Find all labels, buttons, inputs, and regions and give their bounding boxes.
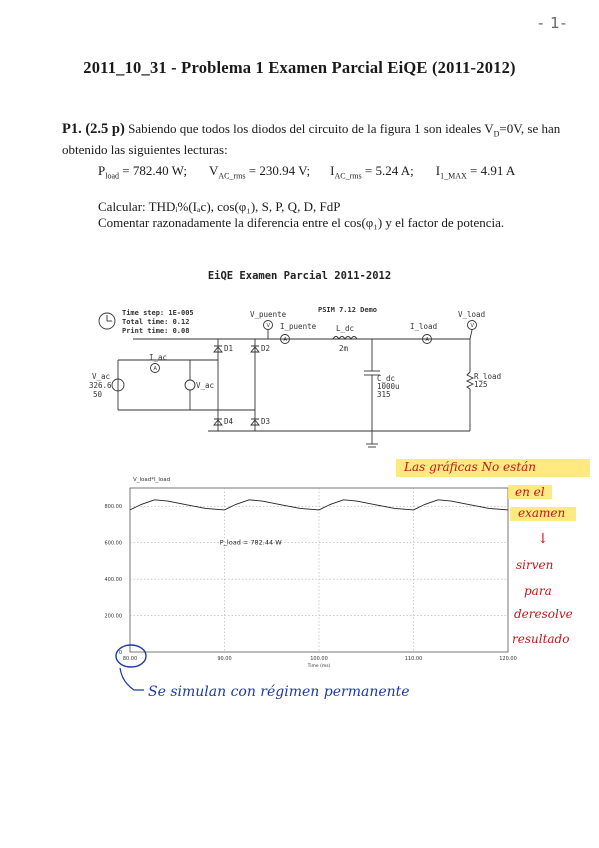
d4-label: D4 [224, 417, 234, 426]
calc-block: Calcular: THDᵢ%(Iₐc), cos(φ₁), S, P, Q, … [98, 199, 504, 230]
problem-statement: P1. (2.5 p) Sabiendo que todos los diodo… [62, 121, 562, 157]
handwriting-red-6: deresolve [514, 607, 573, 621]
voltmeter-vpuente-icon [263, 320, 273, 330]
v-ac-frequency: 50 [93, 390, 103, 399]
voltmeter-vload-icon [467, 320, 477, 330]
y-tick-label: 800.00 [105, 504, 123, 510]
calc-line: Calcular: THDᵢ%(Iₐc), cos(φ₁), S, P, Q, … [98, 199, 341, 214]
page-title: 2011_10_31 - Problema 1 Examen Parcial E… [83, 58, 516, 77]
v-puente-label: V_puente [250, 310, 287, 319]
svg-text:A: A [284, 337, 288, 343]
circuit-schematic: A A A V V [98, 312, 477, 448]
handwriting-red-4: sirven [516, 558, 554, 572]
power-chart: 0 200.00 400.00 600.00 800.00 80.00 90.00 100.0… [105, 487, 517, 669]
l-dc-label: L_dc [336, 324, 355, 333]
problem-label: P1. (2.5 p) [62, 121, 125, 137]
y-tick-label: 0 [119, 650, 122, 656]
i-load-label: I_load [410, 322, 438, 331]
reading-0: Pload = 782.40 W; [98, 163, 188, 181]
clock-icon [98, 312, 116, 330]
l-dc-value: 2m [339, 344, 349, 353]
handwriting-red-3: examen [518, 506, 566, 520]
inductor-symbol [332, 336, 358, 340]
series-line [129, 499, 509, 511]
svg-text:A: A [154, 366, 158, 372]
handwriting-red-5: para [524, 584, 552, 598]
ammeter-ipuente-icon [280, 334, 290, 344]
v-ac-label: V_ac [92, 372, 111, 381]
d2-label: D2 [261, 344, 271, 353]
simulation-title: EiQE Examen Parcial 2011-2012 [207, 270, 392, 282]
readings-line: Pload = 782.40 W; VAC_rms = 230.94 V; IAC_… [98, 163, 515, 181]
statement-part-2: =0V, se han obtenido las siguientes lect… [62, 121, 561, 157]
handwriting-blue: Se simulan con régimen permanente [148, 684, 410, 700]
x-tick-label: 110.00 [405, 656, 423, 662]
r-load-value: 125 [474, 380, 488, 389]
x-tick-label: 100.00 [310, 656, 328, 662]
diode-d3-symbol [250, 418, 260, 426]
r-load-label: R_load [474, 372, 502, 381]
reading-3: I1_MAX = 4.91 A [435, 163, 516, 181]
handwriting-red-2: en el [515, 485, 545, 499]
v-load-label: V_load [458, 310, 486, 319]
d3-label: D3 [261, 417, 271, 426]
x-axis-label: Time (ms) [307, 663, 331, 669]
chart-annotation: P_load = 782.44 W [220, 538, 282, 546]
handwriting-red-arrow: ↓ [537, 531, 549, 547]
v-ac-meter-label: V_ac [196, 381, 215, 390]
x-tick-label: 90.00 [217, 656, 231, 662]
v-ac-amplitude: 326.6 [89, 381, 112, 390]
reading-2: IAC_rms = 5.24 A; [330, 163, 414, 181]
print-time-label: Print time: 0.08 [122, 327, 190, 335]
highlight-mark [396, 459, 590, 477]
ac-source-symbol [111, 378, 125, 392]
y-tick-label: 600.00 [105, 541, 123, 547]
c-dc-value-1: 1000u [377, 382, 400, 391]
psim-version-label: PSIM 7.12 Demo [318, 306, 378, 314]
i-ac-label: I_ac [149, 353, 168, 362]
chart-title: V_load*I_load [133, 477, 171, 483]
total-time-label: Total time: 0.12 [122, 318, 190, 326]
svg-text:V: V [267, 323, 271, 329]
c-dc-value-2: 315 [377, 390, 391, 399]
statement-part-1: Sabiendo que todos los diodos del circui… [128, 121, 494, 136]
i-puente-label: I_puente [280, 322, 317, 331]
resistor-symbol [465, 371, 475, 390]
c-dc-label: C_dc [377, 374, 396, 383]
d1-label: D1 [224, 344, 234, 353]
reading-1: VAC_rms = 230.94 V; [209, 163, 311, 181]
ammeter-iload-icon [422, 334, 432, 344]
circle-mark [115, 644, 147, 668]
time-step-label: Time step: 1E-005 [122, 309, 194, 317]
diode-d4-symbol [213, 418, 223, 426]
svg-text:A: A [426, 337, 430, 343]
handwriting-red-1: Las gráficas No están [404, 460, 537, 474]
page-number: - 1- [538, 14, 568, 32]
ammeter-iac-icon [150, 363, 160, 373]
x-tick-label: 120.00 [499, 656, 517, 662]
handwriting-red-7: resultado [512, 632, 570, 646]
comment-line: Comentar razonadamente la diferencia ent… [98, 214, 505, 230]
svg-text:V: V [471, 323, 475, 329]
diode-d2-symbol [250, 345, 260, 353]
x-tick-label: 80.00 [123, 656, 137, 662]
y-tick-label: 400.00 [105, 577, 123, 583]
diode-d1-symbol [213, 345, 223, 353]
y-tick-label: 200.00 [105, 614, 123, 620]
statement-sub: D [493, 129, 500, 139]
